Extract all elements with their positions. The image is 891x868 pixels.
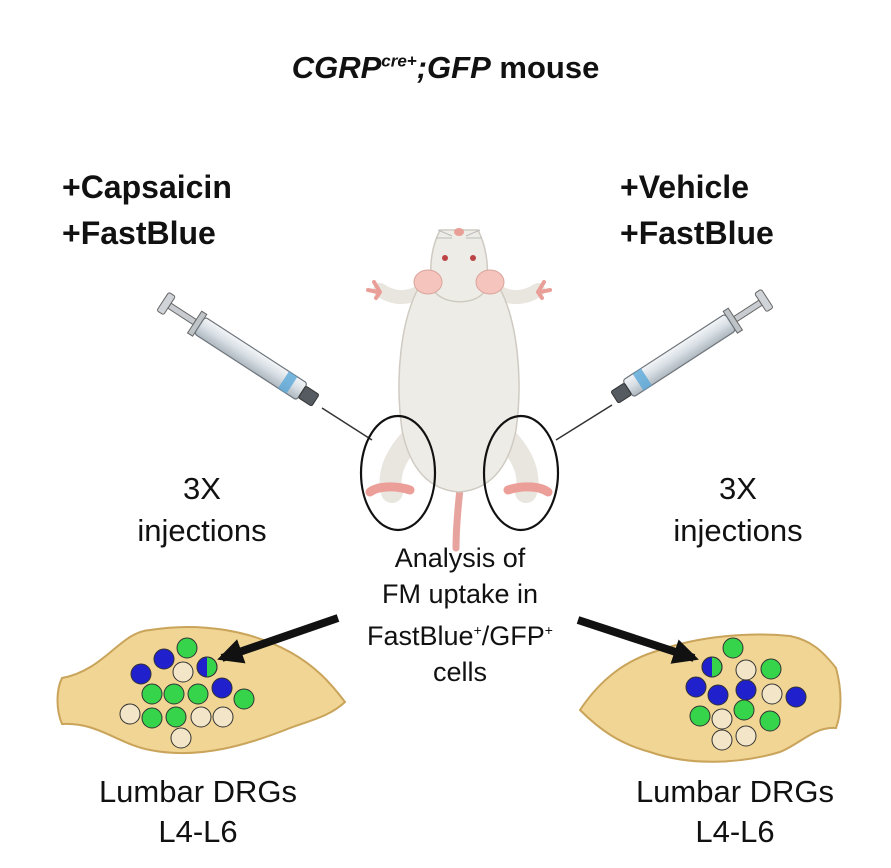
left-injections-label: 3X injections [92,468,312,552]
title-superscript: cre+ [381,51,417,71]
mouse-illustration [365,228,553,552]
right-injections-text: injections [673,513,803,548]
left-treatment-capsaicin: +Capsaicin [62,169,232,205]
analysis-line-1: Analysis of [394,543,526,573]
analysis-sup-1: + [473,622,482,638]
left-drg-name: Lumbar DRGs [98,774,298,809]
right-ganglion-icon [578,633,842,763]
right-arrow-icon [576,616,699,664]
right-treatment: +Vehicle +FastBlue [620,164,774,256]
left-arrow-icon [217,614,340,664]
left-treatment-fastblue: +FastBlue [62,215,216,251]
right-drg-levels: L4-L6 [695,814,775,849]
left-treatment: +Capsaicin +FastBlue [62,164,232,256]
left-injection-site [359,414,437,532]
right-injections-count: 3X [719,471,757,506]
right-drg-label: Lumbar DRGs L4-L6 [585,772,885,852]
title-gene: CGRP [291,50,382,85]
left-syringe-icon [157,292,373,441]
analysis-line-4: cells [432,657,487,687]
diagram-title: CGRPcre+;GFP mouse [0,50,891,86]
right-treatment-vehicle: +Vehicle [620,169,749,205]
right-syringe-icon [555,289,773,441]
left-injections-count: 3X [183,471,221,506]
analysis-line-3: FastBlue+/GFP+ [330,612,590,654]
left-injections-text: injections [137,513,267,548]
analysis-gfp: /GFP [481,621,545,651]
right-injection-site [482,414,560,532]
analysis-label: Analysis of FM uptake in FastBlue+/GFP+ … [330,540,590,690]
left-drg-label: Lumbar DRGs L4-L6 [48,772,348,852]
title-reporter: GFP [427,50,491,85]
left-ganglion-icon [56,625,347,755]
title-suffix: mouse [490,50,600,85]
left-drg-levels: L4-L6 [158,814,238,849]
right-injections-label: 3X injections [628,468,848,552]
analysis-line-2: FM uptake in [381,579,539,609]
title-sep: ; [416,50,428,85]
analysis-fastblue: FastBlue [367,621,474,651]
right-drg-name: Lumbar DRGs [635,774,835,809]
right-treatment-fastblue: +FastBlue [620,215,774,251]
analysis-sup-2: + [544,622,553,638]
